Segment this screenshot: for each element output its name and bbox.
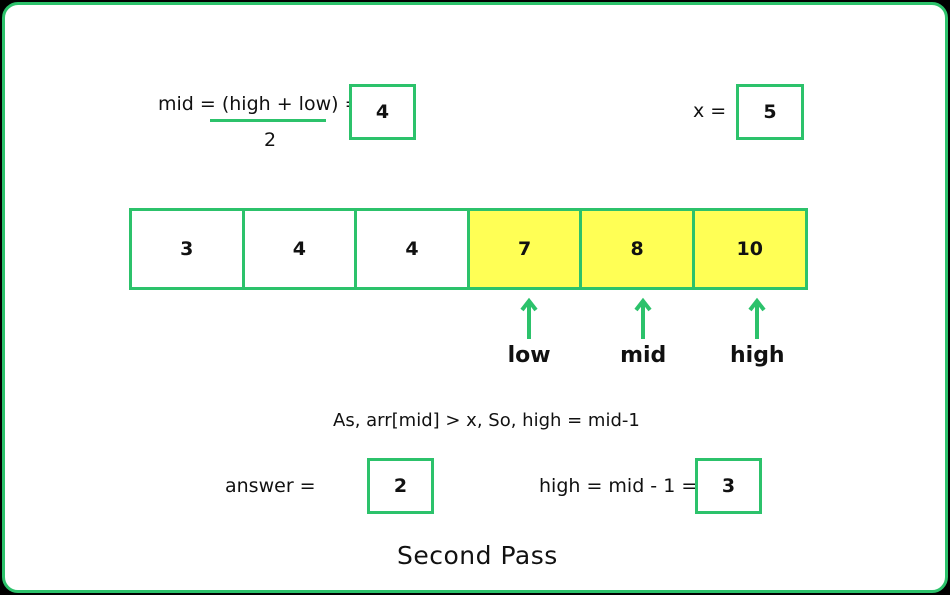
fraction-line bbox=[210, 119, 326, 122]
array-cell-value: 3 bbox=[180, 238, 194, 260]
answer-value-box: 2 bbox=[367, 458, 434, 514]
array-cell: 8 bbox=[579, 208, 695, 290]
array-cell-value: 10 bbox=[736, 238, 763, 260]
target-value: 5 bbox=[763, 101, 777, 123]
array-cell: 4 bbox=[241, 208, 358, 290]
array-cell-value: 7 bbox=[517, 238, 532, 260]
array-cell-value: 8 bbox=[630, 238, 644, 260]
pointer-mid: mid bbox=[613, 297, 673, 368]
up-arrow-icon bbox=[520, 297, 538, 339]
update-value-box: 3 bbox=[695, 458, 762, 514]
mid-formula-denominator: 2 bbox=[264, 129, 277, 151]
up-arrow-icon bbox=[748, 297, 766, 339]
up-arrow-icon bbox=[634, 297, 652, 339]
array-cell: 10 bbox=[691, 208, 808, 290]
pointer-label: high bbox=[729, 343, 785, 368]
array-cell-value: 4 bbox=[405, 238, 419, 260]
target-label: x = bbox=[693, 100, 727, 122]
condition-text: As, arr[mid] > x, So, high = mid-1 bbox=[333, 410, 640, 431]
array-cell: 4 bbox=[354, 208, 470, 290]
mid-formula-numerator: mid = (high + low) = bbox=[158, 93, 361, 115]
array-cell: 3 bbox=[129, 208, 245, 290]
update-label: high = mid - 1 = bbox=[539, 475, 698, 497]
array-cell: 7 bbox=[466, 208, 583, 290]
update-value: 3 bbox=[721, 475, 736, 497]
pointer-label: low bbox=[507, 343, 551, 368]
pointer-label: mid bbox=[620, 343, 667, 368]
target-value-box: 5 bbox=[736, 84, 804, 140]
pass-caption: Second Pass bbox=[397, 541, 558, 570]
array-cell-value: 4 bbox=[292, 238, 306, 260]
mid-result-value: 4 bbox=[375, 101, 390, 123]
array: 3 4 4 7 8 10 bbox=[129, 208, 823, 290]
answer-value: 2 bbox=[393, 475, 408, 497]
pointer-high: high bbox=[727, 297, 787, 368]
mid-result-box: 4 bbox=[349, 84, 416, 140]
pointer-low: low bbox=[499, 297, 559, 368]
answer-label: answer = bbox=[225, 475, 316, 497]
